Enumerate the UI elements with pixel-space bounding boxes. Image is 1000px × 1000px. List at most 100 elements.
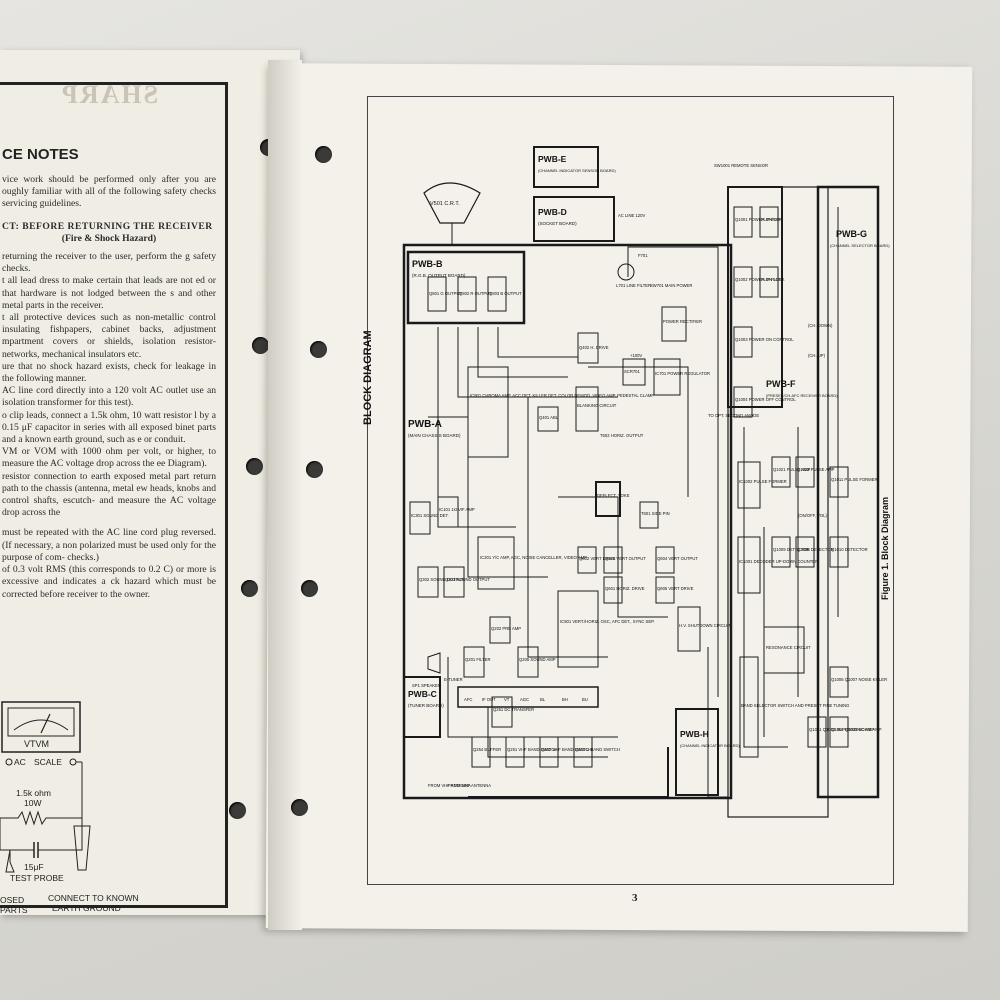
resistor-value-label: 1.5k ohm [16, 788, 51, 798]
block-q603-label: Q603 VERT OUTPUT [605, 556, 646, 561]
block-q605-label: Q605 VERT DRIVE [657, 586, 694, 591]
block-e-tuner-label: E-TUNER [444, 677, 463, 682]
block-q254 [471, 736, 491, 768]
notes-intro: vice work should be performed only after… [2, 174, 216, 210]
test-probe-label: TEST PROBE [10, 873, 64, 883]
signal-line [447, 657, 618, 738]
block-band-selector-label: BAND SELECTOR SWITCH AND PRESET FINE TUN… [741, 703, 849, 708]
pwb-h-sublabel: (CHANNEL INDICATOR BOARD) [680, 743, 740, 748]
pwb-b-outline [406, 250, 526, 325]
block-ic501 [557, 590, 599, 668]
vt-label: VT [504, 697, 510, 702]
signal-line [477, 327, 568, 378]
pwb-f-label: PWB-F [766, 379, 796, 389]
block-q1004b-label: Q1004 Q1005 NOISE AMP [831, 727, 882, 732]
main-power-label: SW701 MAIN POWER [650, 283, 692, 288]
block-flipflop-1-label: FLIP-FLOP [761, 217, 782, 222]
block-q1008 [795, 536, 815, 568]
block-e-tuner [457, 686, 599, 708]
block-t602-label: T602 HORIZ. OUTPUT [600, 433, 644, 438]
block-ic301 [409, 501, 431, 535]
pwb-a-label: PWB-A [408, 419, 442, 430]
block-q402 [577, 332, 599, 364]
block-q1001b-label: Q1001 Q1003 SUPERSONIC AMP [809, 727, 874, 732]
afc-label: AFC [464, 697, 472, 702]
block-q1022-label: Q1022 PULSE AMP [797, 467, 835, 472]
block-q1004-label: Q1004 POWER OFF CONTROL [735, 397, 796, 402]
block-q252 [539, 736, 559, 768]
pwb-a-sublabel: (MAIN CHASSIS BOARD) [408, 433, 461, 438]
vhf-antenna-label: FROM VHF ANTENNA [428, 783, 471, 788]
block-q402-label: Q402 H. DRIVE [579, 345, 609, 350]
binder-hole [301, 580, 318, 597]
resistor-symbol [0, 810, 82, 826]
on-off-vol-label: (ON/OFF, VOL) [798, 513, 827, 518]
notes-paragraph: t all protective devices such as non-met… [2, 312, 216, 360]
block-q251 [491, 696, 513, 728]
pwb-e-outline [533, 146, 599, 188]
block-ic201-label: IC201 Y/C AMP, AGC, NOISE CANCELLER, VID… [480, 555, 587, 560]
signal-line [497, 327, 578, 358]
left-page-frame [0, 82, 228, 908]
block-q602 [577, 546, 597, 574]
block-q1010-label: Q1010 DETECTOR [831, 547, 868, 552]
pwb-b-sublabel: (R.G.B. OUTPUT BOARD) [412, 273, 466, 278]
notes-paragraph: of 0.3 volt RMS (this corresponds to 0.2… [2, 564, 216, 600]
block-q1011 [829, 466, 849, 498]
pwb-d-outline [533, 196, 615, 242]
pwb-g-outline [816, 185, 880, 799]
ch-up-label: (CH. UP) [808, 353, 826, 358]
notes-paragraph: AC line cord directly into a 120 volt AC… [2, 385, 216, 409]
block-q1001 [733, 206, 753, 238]
fuse-label: F701 [638, 253, 648, 258]
earth-ground-label-2: EARTH GROUND [52, 903, 121, 913]
block-flipflop-2-label: FLIP-FLOP [761, 277, 782, 282]
diagram-frame [367, 96, 894, 885]
pwb-a-outline [402, 243, 733, 800]
notes-paragraph: resistor connection to earth exposed met… [2, 470, 216, 519]
page-number: 3 [632, 892, 638, 904]
block-q801 [427, 276, 447, 312]
block-q1021 [771, 456, 791, 488]
block-ic801-label: IC801 CHROMA AMP, ACC DET, KILLER DET, C… [470, 393, 654, 398]
block-q1003 [733, 326, 753, 358]
left-page: SHARP CE NOTES vice work should be perfo… [0, 50, 300, 915]
block-t601-label: T601 SIDE PIN [641, 511, 670, 516]
binder-hole [310, 341, 327, 358]
pwb-e-label: PWB-E [538, 154, 567, 164]
block-q605 [655, 576, 675, 604]
vtvm-needle [40, 713, 51, 734]
resistor-watt-label: 10W [24, 798, 41, 808]
block-q205-label: Q205 SOUND AMP [519, 657, 556, 662]
notes-paragraph: ure that no shock hazard exists, check f… [2, 360, 216, 385]
binder-hole [315, 146, 332, 163]
notes-paragraph: o clip leads, connect a 1.5k ohm, 10 wat… [2, 409, 216, 446]
block-q201-label: Q201 FILTER [465, 657, 491, 662]
signal-line [487, 707, 608, 758]
block-q401 [537, 406, 559, 432]
uhf-antenna-label: FROM UHF ANTENNA [448, 783, 491, 788]
block-ic101 [437, 496, 459, 528]
block-power-rectifier-label: POWER RECTIFIER [663, 319, 702, 324]
notes-paragraph: returning the receiver to the user, perf… [2, 251, 216, 275]
block-deflect-yoke [595, 481, 621, 517]
pwb-h-outline [675, 708, 719, 796]
block-q202-label: Q202 PRE AMP [491, 626, 521, 631]
block-q401-label: Q401 ABL [539, 415, 559, 420]
notes-paragraph: VM or VOM with 1000 ohm per volt, or hig… [2, 446, 216, 470]
pwb-h-label: PWB-H [680, 729, 709, 739]
line-filter-symbol [617, 263, 635, 281]
block-q251b-label: Q251 VHF BAND SWITCH [507, 747, 557, 752]
block-q1002 [733, 266, 753, 298]
pwb-c-label: PWB-C [408, 689, 437, 699]
block-resonance [763, 626, 805, 674]
bl-label: BL [540, 697, 546, 702]
block-band-selector [739, 656, 759, 758]
block-q1004b [829, 716, 849, 748]
block-flipflop-2 [759, 266, 779, 298]
block-q1011-label: Q1011 PULSE FORMER [831, 477, 877, 482]
signal-line [428, 416, 548, 578]
block-q1001-label: Q1001 POWER ON/OFF [735, 217, 782, 222]
exposed-parts-label-2: PARTS [0, 905, 28, 915]
block-q1008-label: Q1008 DETECTOR [797, 547, 834, 552]
